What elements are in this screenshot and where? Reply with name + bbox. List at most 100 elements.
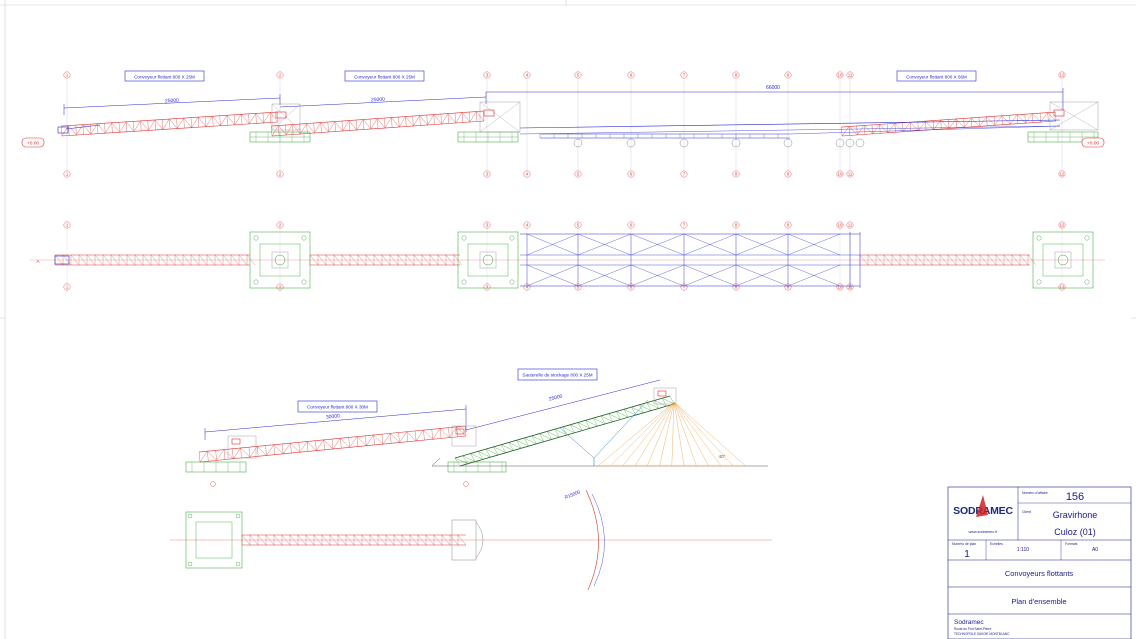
axis-top-2: 2 (276, 71, 284, 79)
support-frame-3 (1049, 101, 1099, 131)
svg-text:4: 4 (526, 73, 529, 78)
detail-float-1 (185, 461, 247, 473)
elevation-structures (57, 101, 1099, 148)
dimension-text-3: 66000 (766, 85, 780, 91)
conveyor-label-1: Convoyeur flottant 600 X 25M (124, 70, 205, 82)
svg-text:4: 4 (526, 285, 529, 290)
axis-bottom-2: 2 (276, 170, 284, 178)
detail-plan-head (451, 519, 484, 561)
plan-axis-top-9: 9 (784, 221, 792, 229)
dimension-text-30000: 30000 (326, 413, 341, 420)
dimension-66000 (486, 88, 1064, 110)
svg-text:9: 9 (787, 172, 790, 177)
detail-axis-2 (463, 481, 469, 487)
svg-text:2: 2 (279, 73, 282, 78)
svg-text:11: 11 (848, 223, 853, 228)
svg-text:8: 8 (735, 285, 738, 290)
axis-top-4: 4 (523, 71, 531, 79)
plan-axis-top-5: 5 (574, 221, 582, 229)
plan-drive-left (54, 255, 70, 265)
detail-structures (185, 387, 768, 487)
company-address-1: Route du Port Saint-Pierre (954, 627, 992, 631)
detail-frame-2 (451, 425, 477, 447)
svg-text:1: 1 (66, 172, 69, 177)
bridge-float-5 (783, 138, 793, 148)
dimension-text-stacker: 25000 (548, 393, 563, 402)
svg-text:7: 7 (683, 172, 686, 177)
svg-text:4: 4 (526, 223, 529, 228)
plan-structures (30, 231, 1105, 289)
format-value: A0 (1092, 547, 1098, 553)
conveyor-label-3: Convoyeur flottant 800 X 66M (896, 70, 977, 82)
dimension-text-2: 25000 (371, 97, 385, 104)
ground-slope (431, 457, 441, 467)
plan-float-3 (1032, 231, 1094, 289)
axis-top-8: 8 (732, 71, 740, 79)
plan-axis-bottom-2: 2 (276, 283, 284, 291)
detail-plan-structures (170, 489, 772, 591)
conveyor-3-truss-end (841, 111, 1057, 137)
conveyor-3-bridge (519, 119, 1061, 148)
slew-arc-inner (591, 493, 605, 587)
axis-bottom-7: 7 (680, 170, 688, 178)
dimension-text-1: 25000 (165, 98, 179, 105)
svg-text:11: 11 (848, 172, 853, 177)
svg-text:1: 1 (66, 223, 69, 228)
detail-plan-view: R15000 (170, 489, 772, 591)
format-label: Formats (1065, 542, 1078, 546)
website-text: www.sodramec.fr (968, 530, 998, 534)
svg-text:1: 1 (66, 285, 69, 290)
axis-bottom-8: 8 (732, 170, 740, 178)
svg-text:12: 12 (1060, 73, 1065, 78)
detail-frame-3 (653, 387, 677, 405)
bridge-float-2 (626, 138, 636, 148)
plan-axis-top-12: 12 (1058, 221, 1066, 229)
stacker-label-text: Sauterelle de stockage 800 X 25M (522, 373, 592, 378)
bridge-float-1 (573, 138, 583, 148)
angle-label: 40° (719, 454, 726, 459)
float-pontoon-3 (1027, 131, 1099, 143)
plan-value: 1 (964, 549, 970, 560)
plan-axis-top-11: 11 (846, 221, 854, 229)
axis-bottom-5: 5 (574, 170, 582, 178)
drive-unit-left (57, 126, 69, 134)
conveyor-2-truss (271, 110, 485, 137)
svg-text:2: 2 (279, 223, 282, 228)
plan-axis-top-1: 1 (63, 221, 71, 229)
plan-axis-top-4: 4 (523, 221, 531, 229)
axis-top-12: 12 (1058, 71, 1066, 79)
svg-text:1: 1 (66, 73, 69, 78)
svg-text:7: 7 (683, 223, 686, 228)
plan-blue-bridge (520, 232, 861, 288)
svg-text:8: 8 (735, 223, 738, 228)
drawing-title: Convoyeurs flottants (1005, 569, 1074, 578)
title-block: SODRAMEC www.sodramec.fr Numéro d'affair… (947, 486, 1132, 639)
dimension-stacker (465, 379, 661, 431)
axis-top-10: 10 (836, 71, 844, 79)
plan-label: Numéro de plan (952, 542, 976, 546)
stacker-label: Sauterelle de stockage 800 X 25M (517, 368, 598, 381)
axis-bottom-4: 4 (523, 170, 531, 178)
svg-text:10: 10 (838, 285, 843, 290)
company-address-2: TECHNOPOLE SAVOIE MONTBLANC (954, 632, 1010, 636)
axis-bottom-1: 1 (63, 170, 71, 178)
svg-text:3: 3 (486, 223, 489, 228)
plan-axis-top-3: 3 (483, 221, 491, 229)
drawing-subtitle: Plan d'ensemble (1011, 597, 1066, 606)
conveyor-1-truss (61, 111, 279, 137)
stockpile-cone (597, 401, 746, 467)
axis-bottom-11: 11 (846, 170, 854, 178)
svg-text:8: 8 (735, 73, 738, 78)
floating-conveyor-label-text: Convoyeur flottant 800 X 30M (307, 405, 368, 410)
client-label: Client (1022, 510, 1031, 514)
support-frame-1 (271, 103, 301, 131)
svg-text:6: 6 (630, 172, 633, 177)
radius-label: R15000 (564, 489, 581, 500)
client-city: Culoz (01) (1054, 527, 1096, 537)
